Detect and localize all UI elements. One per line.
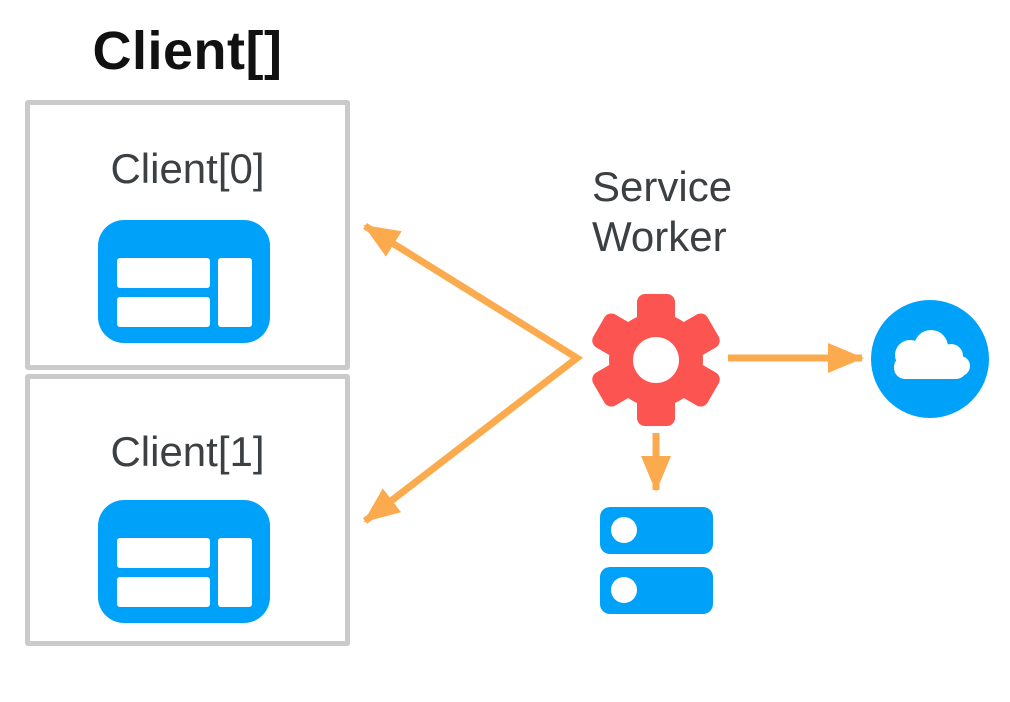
cloud-icon — [871, 300, 989, 418]
client-1-label: Client[1] — [110, 428, 265, 475]
arrows-to-clients — [362, 223, 584, 524]
gear-icon — [592, 294, 720, 426]
service-worker-label-line1: Service — [592, 163, 733, 210]
database-icon — [600, 507, 713, 614]
client-array-title: Client[] — [92, 21, 283, 81]
browser-window-icon — [98, 220, 270, 343]
client-0-label: Client[0] — [110, 145, 265, 192]
service-worker-label-line2: Worker — [592, 213, 727, 260]
browser-window-icon — [98, 500, 270, 623]
service-worker-label: Service Worker — [592, 162, 732, 262]
